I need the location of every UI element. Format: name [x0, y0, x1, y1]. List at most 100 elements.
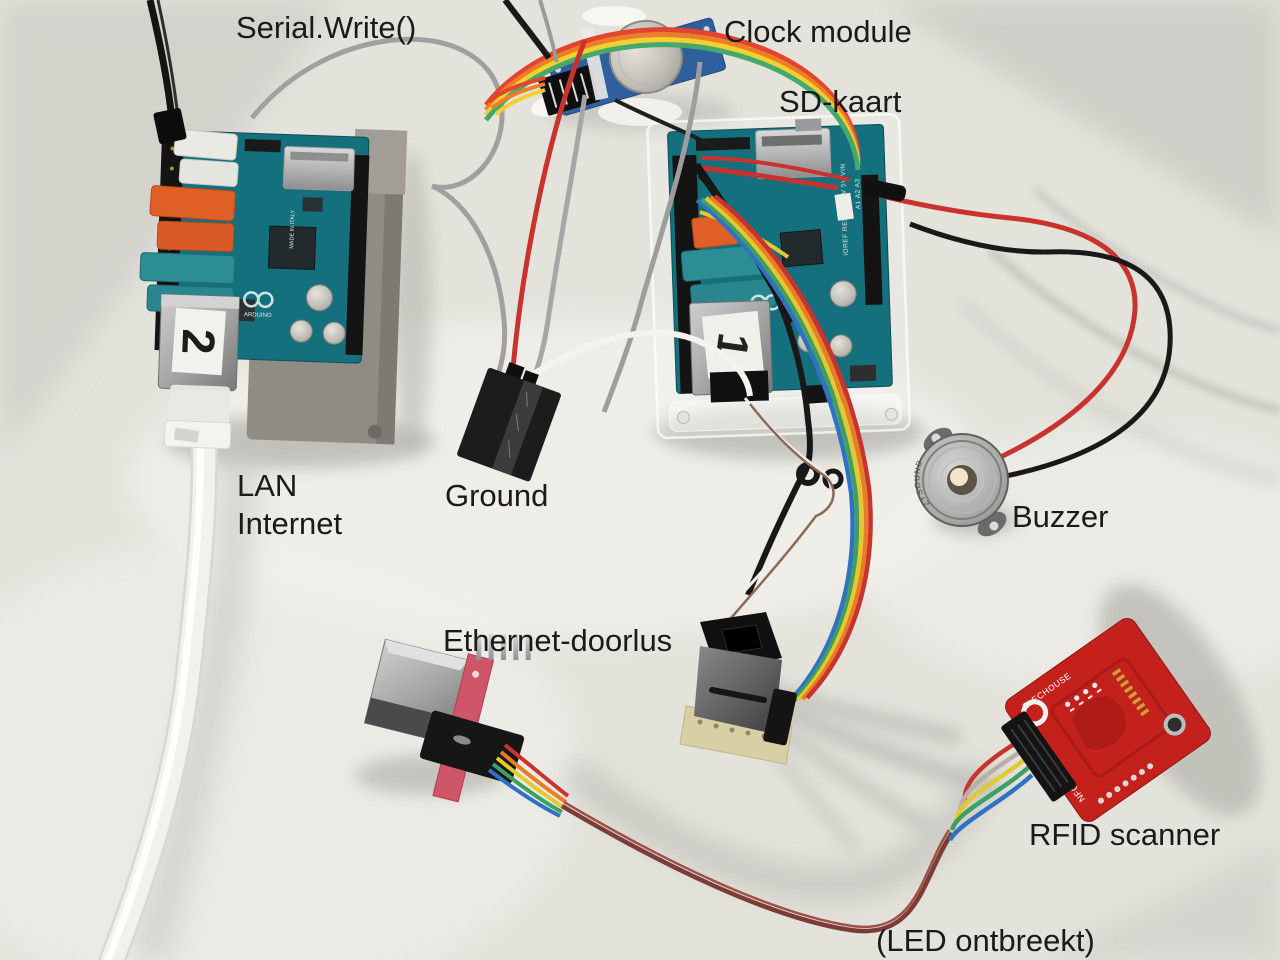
label-buzzer: Buzzer — [1012, 499, 1108, 534]
buzzer-wires — [861, 178, 1173, 481]
fan-orange — [499, 750, 568, 804]
white-mini-sticker — [834, 192, 854, 221]
base-plate-edge — [376, 153, 405, 445]
icsp-header — [244, 139, 281, 153]
buzzer: ZYSOUND — [912, 427, 1009, 537]
fan-blue — [487, 768, 561, 818]
foam-pad — [582, 6, 646, 26]
jumper-blue — [695, 198, 855, 704]
label-internet: Internet — [237, 506, 343, 541]
buzzer-ring — [928, 446, 996, 514]
pin-header-right — [861, 174, 883, 306]
arduino-logo-text: ARDUINO — [244, 312, 272, 319]
jack-top-face — [385, 639, 469, 671]
white-wire-clip — [173, 128, 238, 161]
dip-switch-dots — [1065, 682, 1102, 712]
ground-connector — [457, 362, 561, 482]
made-in-italy-text: MADE IN ITALY — [289, 209, 296, 248]
jumper-orange — [709, 195, 869, 701]
pin-labels-power: IOREF RESET 3.3V 5V VIN — [840, 163, 850, 255]
mcu-chip — [267, 225, 317, 271]
solder-joints — [1097, 763, 1154, 804]
mid-wires — [509, 39, 753, 413]
header-pins — [476, 634, 531, 661]
wire-shadow — [987, 247, 1280, 414]
rfid-header-block — [1001, 711, 1077, 802]
capacitor — [322, 321, 346, 345]
gold-pads — [1111, 668, 1150, 717]
gray-loop-wire — [250, 36, 505, 190]
rfid-header — [1001, 711, 1077, 802]
label-ethernet-doorlus: Ethernet-doorlus — [443, 623, 672, 658]
connector-fan-yellow — [494, 88, 546, 116]
jumper-yellow — [704, 196, 864, 702]
right-board-wiring — [692, 156, 873, 704]
maroon-wire — [560, 804, 954, 934]
thin-brown-wire — [715, 403, 835, 637]
clock-ribbon — [484, 0, 861, 171]
label-lan: LAN — [237, 468, 297, 503]
gray-wire — [601, 61, 703, 413]
fan-yellow — [495, 756, 566, 810]
coupler-header — [763, 688, 797, 746]
label-clock-module: Clock module — [724, 14, 912, 49]
coupler-port-notch — [721, 624, 763, 654]
bottom-ribbon-arc — [487, 736, 1034, 934]
lan-cable-body — [101, 425, 216, 960]
wire-shadow — [1032, 187, 1280, 334]
connector-fan-orange — [490, 82, 546, 110]
tape-scratches — [508, 391, 528, 458]
micro-sd-tab — [795, 118, 822, 132]
buzzer-hole-highlight — [950, 468, 968, 486]
shadow-top-right — [880, 0, 1280, 240]
maroon-wire-strand — [563, 800, 951, 929]
fan-red — [503, 743, 570, 798]
number-sticker — [171, 307, 226, 376]
connector-fan-red — [486, 76, 546, 104]
base-screw-hole — [367, 424, 382, 439]
ribbon-yellow — [484, 37, 861, 166]
mcu-chip — [779, 229, 824, 268]
label-led-ontbreekt: (LED ontbreekt) — [876, 923, 1095, 958]
capacitor — [305, 284, 333, 312]
lan-cable-shadow — [131, 439, 258, 960]
small-ic — [238, 298, 256, 322]
pin-strip — [695, 136, 751, 151]
ribbon-orange — [484, 32, 861, 161]
red-jumper — [699, 165, 839, 191]
rfid-wire-gray — [957, 746, 1028, 813]
pin-header-right — [345, 154, 370, 356]
dupont-connector — [153, 107, 187, 145]
jack-front — [709, 370, 769, 403]
small-ic — [302, 197, 323, 212]
lan-cable — [98, 422, 218, 960]
antenna-trace — [1050, 657, 1173, 778]
coupler-slot — [709, 687, 767, 703]
ethernet-breakout — [363, 634, 531, 803]
fan-green — [491, 762, 563, 814]
buzzer-ring — [940, 458, 984, 502]
pcb-hole — [472, 670, 480, 678]
gray-wire-top — [538, 0, 559, 63]
board-number: 2 — [172, 328, 225, 355]
left-board-shadow-side — [392, 150, 432, 450]
orange-wire-clip — [156, 220, 235, 253]
capacitor — [289, 319, 313, 343]
black-wire-top — [502, 0, 552, 60]
left-arduino-board: ARDUINO MADE IN ITALY 2 — [139, 128, 408, 450]
black-wire-to-board — [614, 98, 717, 150]
ribbon-green — [484, 42, 861, 171]
shadow-bottom-right — [1040, 840, 1280, 960]
heatshrink-joint — [861, 178, 907, 202]
rfid-wire-yellow — [953, 755, 1030, 823]
buzzer-black-wire — [909, 221, 1173, 481]
ribbon-red — [484, 27, 861, 156]
rfid-wire-green — [949, 764, 1032, 831]
red-wire — [509, 39, 588, 381]
white-wire-clip — [178, 158, 239, 188]
pin-labels-analog: A1 A2 A3 — [854, 178, 862, 209]
rfid-wire-blue — [947, 773, 1034, 842]
